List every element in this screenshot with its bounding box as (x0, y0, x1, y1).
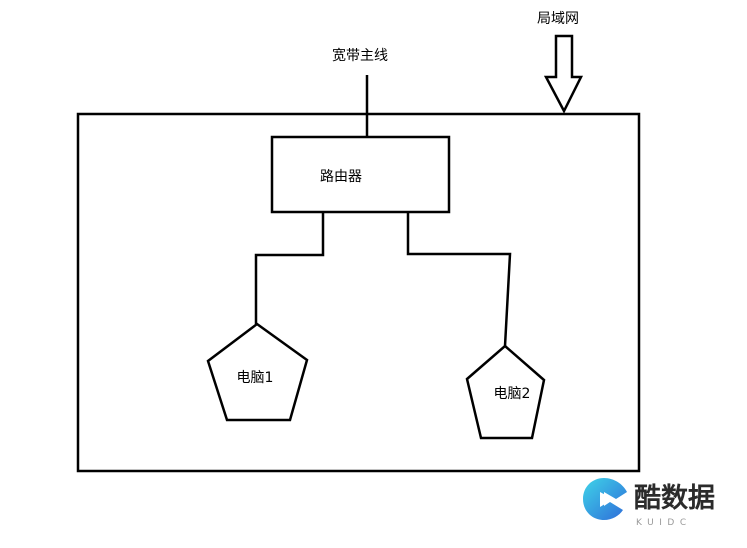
pc2-label: 电脑2 (494, 386, 531, 402)
watermark-brand-en: KUIDC (636, 518, 692, 528)
lan-down-arrow-icon (543, 34, 584, 114)
pc1-label: 电脑1 (237, 370, 274, 386)
router-label: 路由器 (320, 169, 362, 185)
router-to-pc2-cable (406, 212, 512, 347)
pc2-node (465, 344, 546, 440)
watermark-brand-cn: 酷数据 (634, 483, 715, 514)
watermark-logo-icon (583, 478, 627, 520)
router-to-pc1-cable (254, 212, 325, 324)
lan-label: 局域网 (537, 11, 579, 27)
network-enclosure (76, 112, 641, 473)
watermark-logo-play-icon (600, 492, 613, 507)
watermark: 酷数据 KUIDC (583, 478, 715, 528)
router-box (270, 135, 451, 214)
broadband-label: 宽带主线 (332, 47, 388, 64)
pc1-node (206, 322, 309, 422)
